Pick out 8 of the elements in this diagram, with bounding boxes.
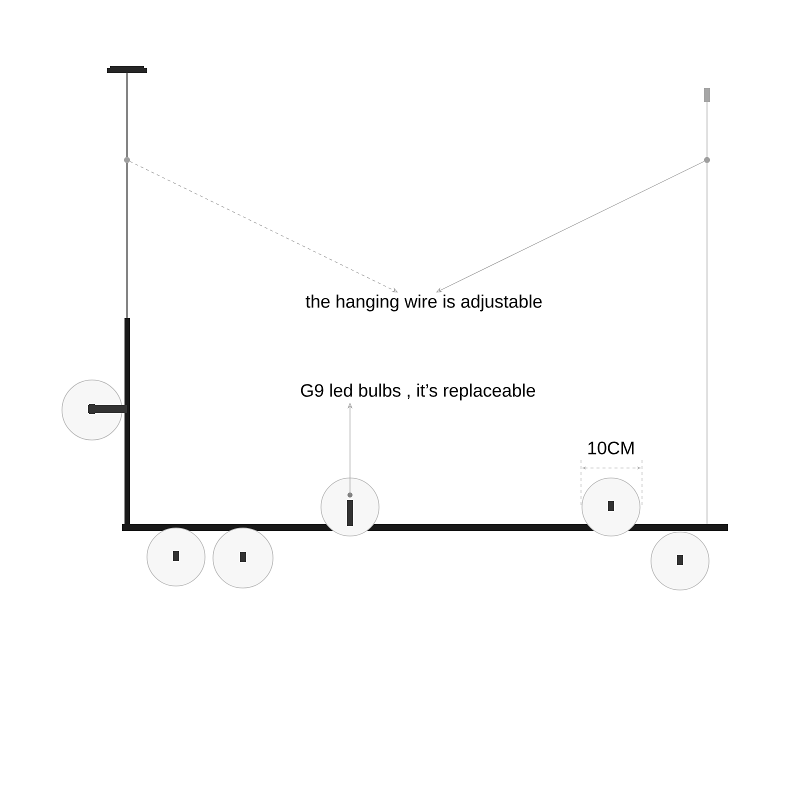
note-text: the hanging wire is adjustable bbox=[306, 294, 542, 312]
leader-line bbox=[130, 161, 398, 292]
glass-bulb bbox=[320, 478, 380, 536]
wire-point bbox=[124, 157, 130, 163]
dimension-label: 10CM bbox=[588, 442, 634, 454]
leader-line bbox=[436, 161, 704, 292]
wire-point bbox=[704, 157, 710, 163]
note-text: G9 led bulbs , it’s replaceable bbox=[301, 384, 536, 400]
